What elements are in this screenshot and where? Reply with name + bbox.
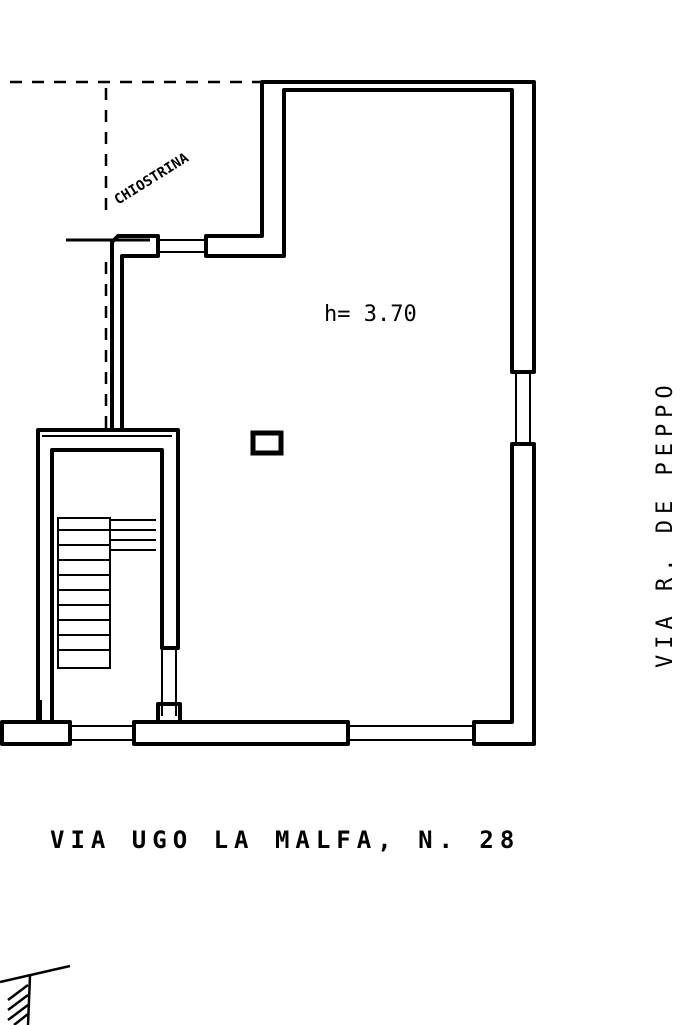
courtyard-label: CHIOSTRINA bbox=[112, 150, 192, 209]
stair-core bbox=[36, 428, 182, 724]
ceiling-height-label: h= 3.70 bbox=[324, 302, 417, 327]
street-side-label: VIA R. DE PEPPO bbox=[653, 379, 678, 668]
windows bbox=[70, 239, 531, 741]
courtyard-boundary bbox=[10, 80, 262, 430]
column-pillar bbox=[250, 430, 284, 456]
street-front-label: VIA UGO LA MALFA, N. 28 bbox=[50, 826, 520, 854]
exterior-walls bbox=[0, 80, 536, 746]
north-arrow-fragment bbox=[0, 964, 71, 1025]
stair-treads bbox=[57, 517, 156, 669]
